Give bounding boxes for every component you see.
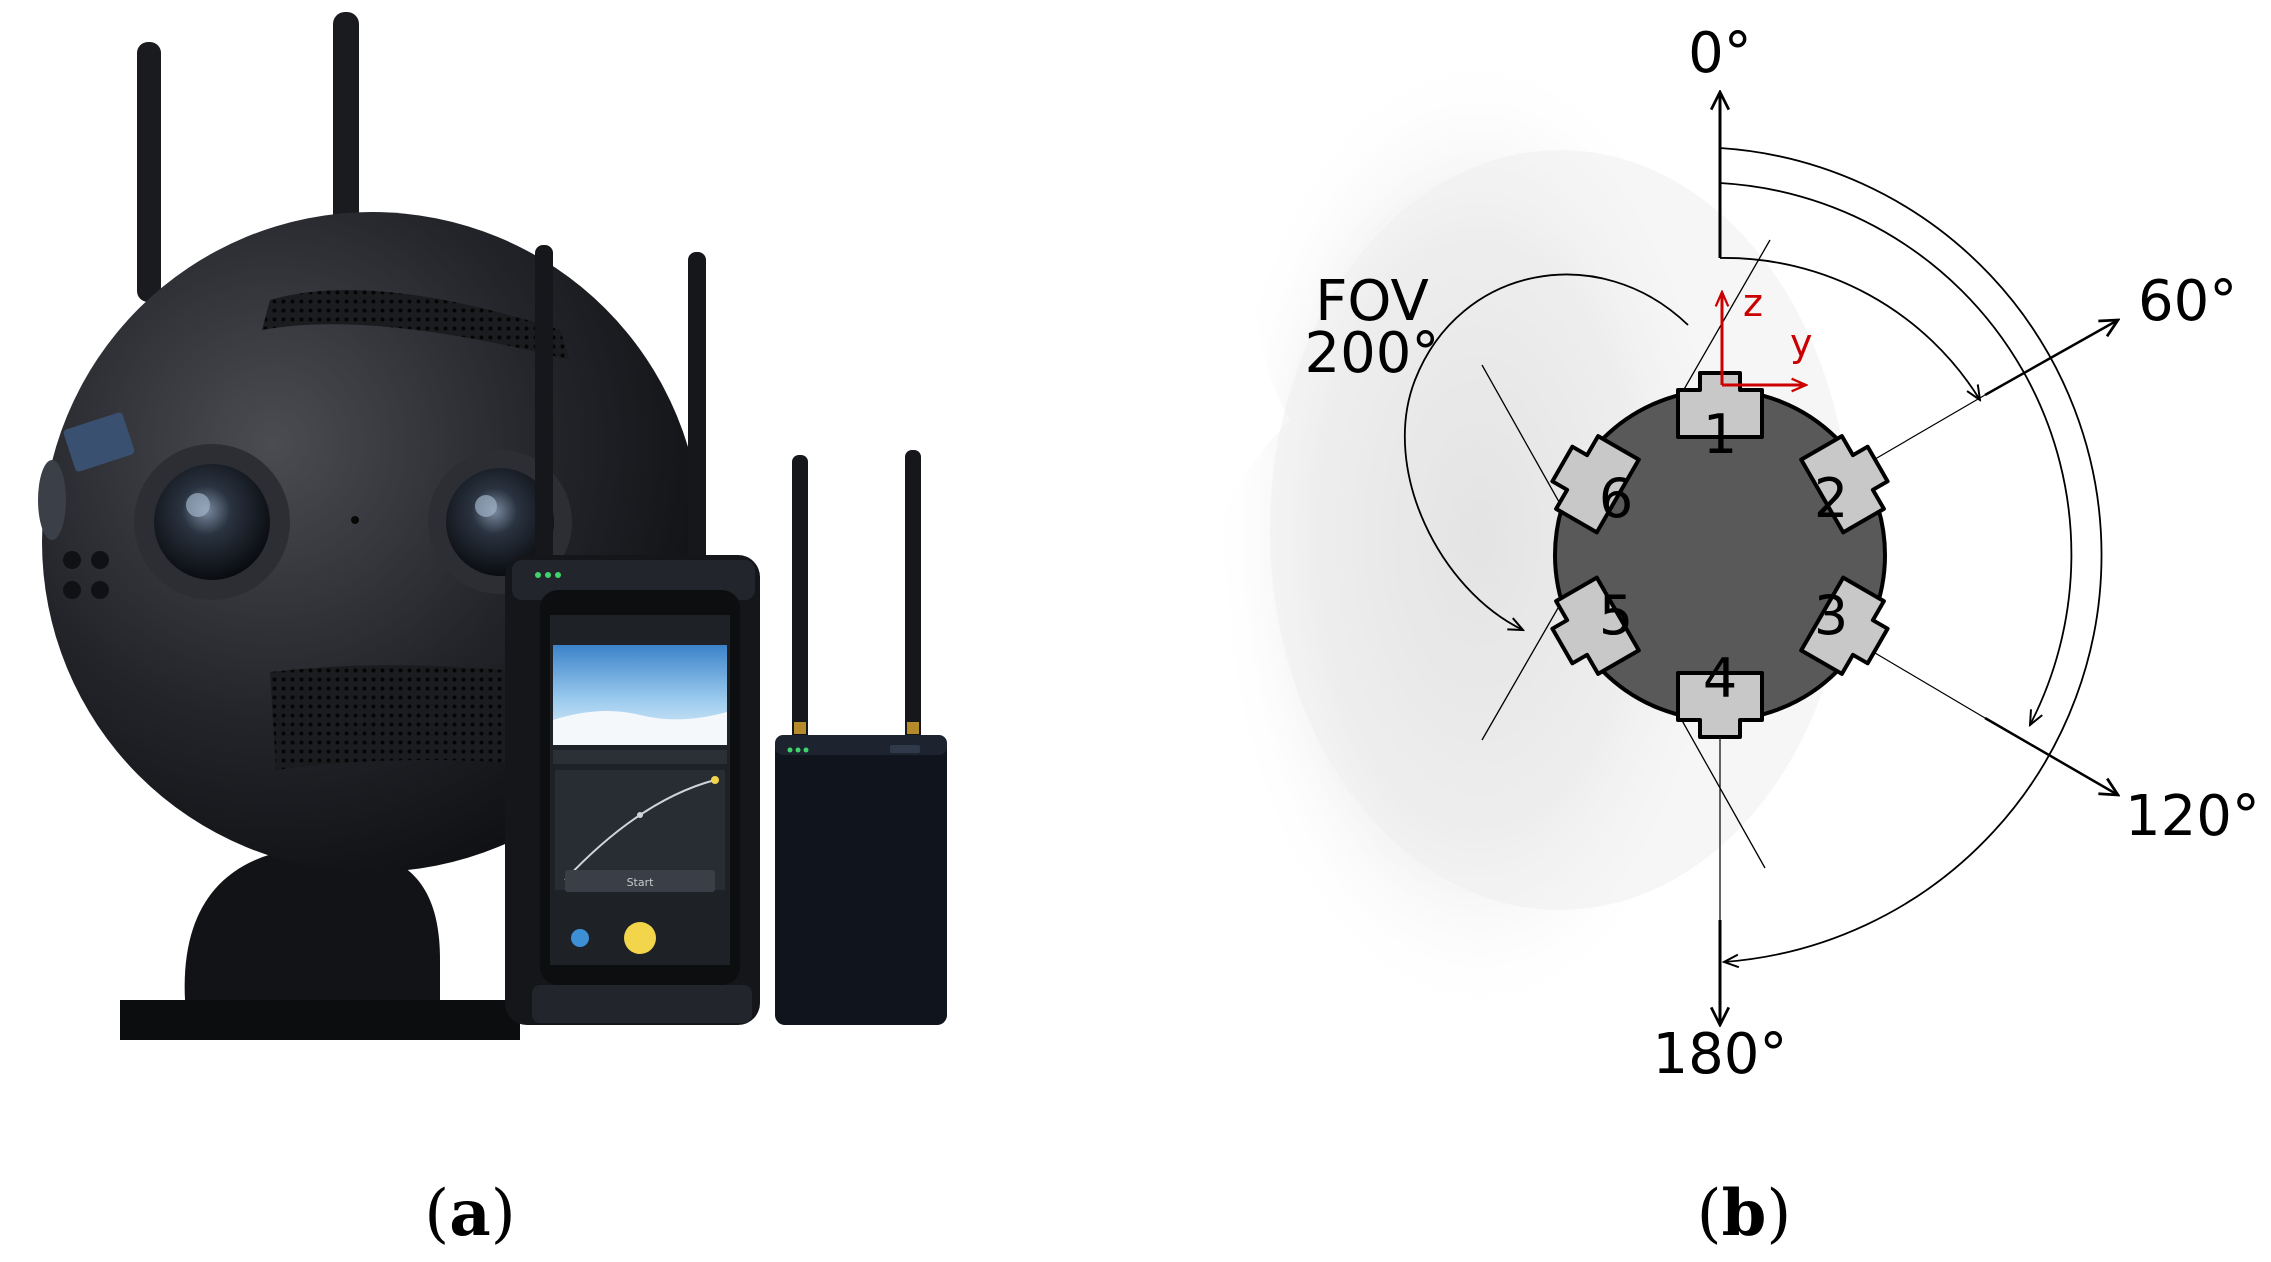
camera-number-5: 5 [1599,584,1633,647]
fov-label-line2: 200° [1305,321,1440,386]
phone-holder-clamp-bottom [532,985,752,1023]
angle-label-60: 60° [2138,269,2237,334]
camera-number-2: 2 [1814,467,1848,530]
antenna-connector [794,722,806,734]
fov-arc [1404,273,1689,630]
angle-label-120: 120° [2125,784,2260,849]
caption-a-close: ) [491,1177,516,1251]
caption-b-open: ( [1697,1177,1722,1251]
caption-a-letter: a [449,1176,490,1251]
ray-120-thin [1869,649,1986,719]
caption-a-open: ( [424,1177,449,1251]
caption-b-close: ) [1766,1177,1791,1251]
antenna-connector [907,722,919,734]
camera-number-6: 6 [1599,467,1633,530]
lens-module-3 [1799,575,1890,676]
antenna-phone-left [535,245,553,585]
angle-label-0: 0° [1688,21,1752,86]
antenna-tx-left [792,455,808,745]
camera-number-3: 3 [1814,584,1848,647]
antenna-tx-right [905,450,921,745]
antenna-left [137,42,161,302]
caption-b-letter: b [1722,1176,1767,1251]
angle-label-180: 180° [1653,1022,1788,1087]
caption-b: (b) [1697,1176,1792,1251]
ray-120 [1984,716,2118,795]
lens-module-1 [1676,371,1764,439]
panel-a-photo: Start [38,12,947,1040]
antenna-phone-right [688,252,706,582]
lens-module-4 [1676,671,1764,739]
z-axis-label: z [1743,281,1763,325]
transmitter-top [775,735,947,755]
side-button [91,581,109,599]
transmitter [775,735,947,1025]
ray-60-thin [1869,394,1986,463]
lens-left [134,444,290,600]
phone-shutter-button[interactable] [624,922,656,954]
side-button [63,581,81,599]
camera-number-1: 1 [1703,403,1737,466]
status-led [351,516,359,524]
phone-start-button[interactable] [565,870,715,892]
side-button [91,551,109,569]
mount-base [120,1000,520,1040]
fov-label-line1: FOV [1315,269,1429,334]
camera-mount [184,850,440,1000]
camera-number-4: 4 [1703,647,1737,710]
panel-b-diagram: 1 2 3 4 5 6 z y 0° 60° 120° 180° FOV 200… [1184,21,2260,1087]
phone-start-label: Start [627,876,655,889]
lens-module-2 [1799,434,1890,535]
top-grille [262,290,570,360]
arc-0-to-180 [1719,147,2103,962]
brand-badge [63,412,135,472]
arc-0-to-120 [1719,182,2073,725]
phone-thumb-icon [571,929,589,947]
lens-module-5 [1550,575,1641,676]
y-axis-label: y [1790,321,1813,365]
caption-a: (a) [424,1176,515,1251]
arc-0-to-60 [1719,257,1980,400]
lens-module-6 [1550,434,1641,535]
lens-side [38,460,66,540]
side-button [63,551,81,569]
